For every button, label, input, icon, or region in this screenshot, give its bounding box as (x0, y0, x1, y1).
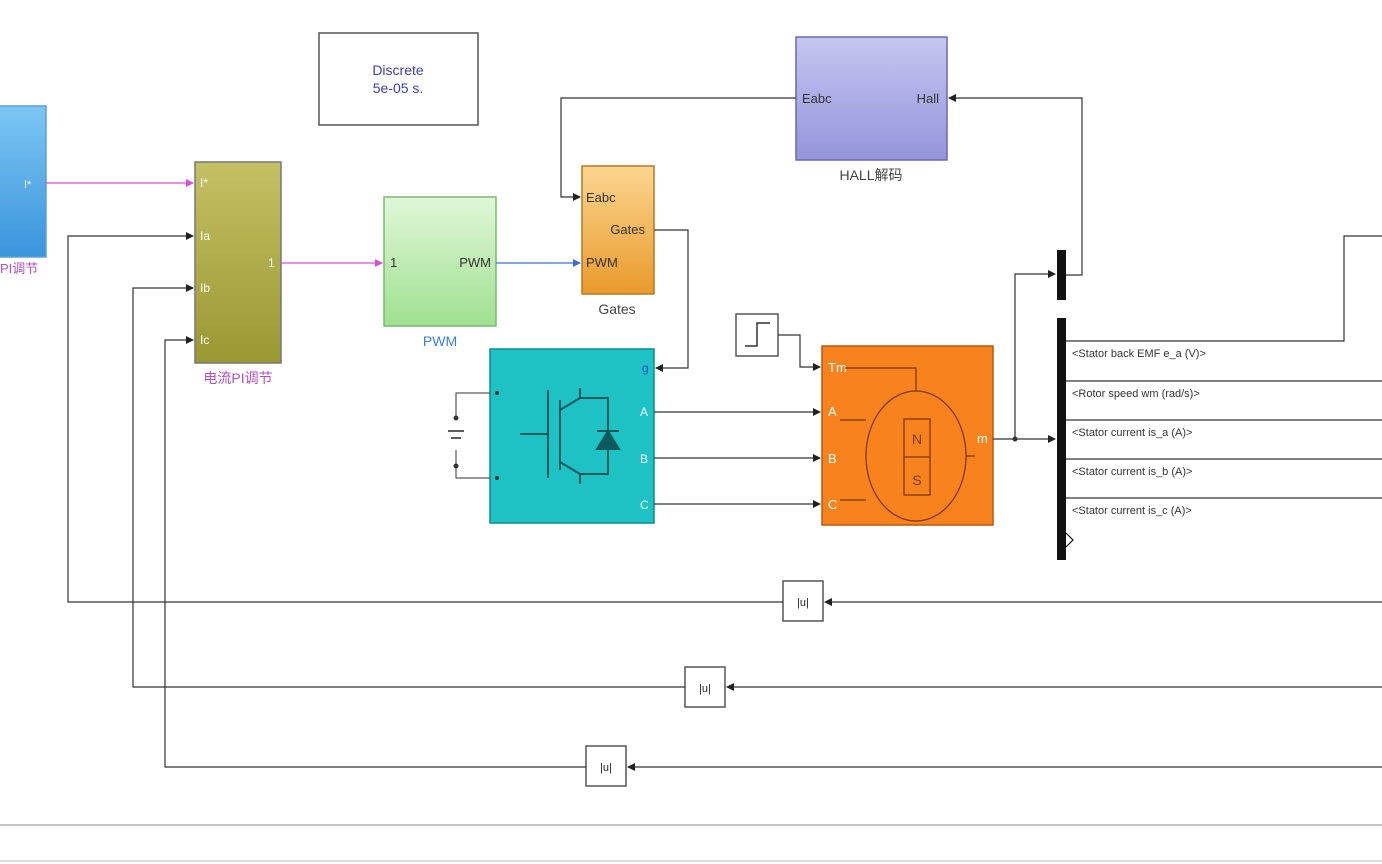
inverter-port-b: B (640, 452, 648, 466)
pmsm-motor-block[interactable]: Tm A B C m N S (821, 345, 994, 526)
abs-b-symbol: |u| (699, 683, 711, 695)
current-pi-caption: 电流PI调节 (203, 370, 272, 386)
branch-point-icon (1012, 436, 1018, 442)
inverter-port-c: C (640, 498, 649, 512)
bus-signal-back-emf[interactable]: <Stator back EMF e_a (V)> (1072, 348, 1206, 360)
line-feedback-ib[interactable] (132, 284, 685, 688)
motor-port-c: C (828, 497, 837, 512)
dc-source[interactable] (448, 392, 490, 479)
hall-caption: HALL解码 (839, 167, 902, 183)
motor-port-b: B (828, 451, 837, 466)
step-block[interactable] (735, 313, 779, 357)
current-pi-port-ic: Ic (200, 333, 209, 347)
inverter-port-minus-icon (495, 476, 499, 480)
line-feedback-ic[interactable] (164, 336, 586, 768)
speed-pi-caption: PI调节 (0, 261, 38, 276)
abs-block-c[interactable]: |u| (585, 745, 627, 787)
motor-port-tm: Tm (828, 360, 847, 375)
solver-block[interactable]: Discrete 5e-05 s. (318, 32, 479, 126)
line-bus-to-hall[interactable] (948, 94, 1083, 276)
hall-in-port: Hall (917, 91, 940, 106)
line-hall-to-gates[interactable] (560, 97, 796, 201)
gates-block[interactable]: Eabc PWM Gates (581, 165, 655, 295)
pwm-in-port: 1 (390, 255, 397, 270)
bus-signal-current-c[interactable]: <Stator current is_c (A)> (1072, 505, 1192, 517)
step-icon (745, 322, 770, 347)
current-pi-port-istar: I* (200, 176, 208, 190)
measurement-bus-selector[interactable] (1057, 318, 1066, 560)
gates-caption: Gates (598, 301, 635, 317)
line-gates-to-inverter[interactable] (654, 229, 689, 372)
bus-signal-list: <Stator back EMF e_a (V)> <Rotor speed w… (1072, 348, 1206, 517)
bus-signal-current-b[interactable]: <Stator current is_b (A)> (1072, 466, 1192, 478)
solver-step: 5e-05 s. (373, 80, 424, 96)
hall-out-port: Eabc (802, 91, 832, 106)
bus-signal-current-a[interactable]: <Stator current is_a (A)> (1072, 427, 1192, 439)
hall-bus-selector[interactable] (1057, 250, 1066, 300)
abs-a-symbol: |u| (797, 597, 809, 609)
current-pi-out-port: 1 (268, 256, 275, 270)
motor-pole-s: S (912, 472, 921, 488)
line-step-to-tm[interactable] (778, 334, 821, 371)
solver-type: Discrete (372, 62, 424, 78)
bus-output-arrow-icon (1065, 532, 1074, 548)
igbt-diode-icon (520, 388, 621, 484)
motor-icon (840, 367, 975, 522)
current-pi-port-ib: Ib (200, 281, 210, 295)
pwm-out-port: PWM (459, 255, 491, 270)
line-bus-out-emf[interactable] (1066, 235, 1382, 342)
line-motor-to-hall-bus[interactable] (1014, 270, 1056, 439)
motor-out-port: m (977, 431, 988, 446)
inverter-port-g: g (642, 361, 649, 375)
speed-pi-out-port: I* (24, 179, 32, 191)
hall-decoder-block[interactable]: Eabc Hall (795, 36, 948, 161)
pwm-block[interactable]: 1 PWM (383, 196, 497, 327)
inverter-port-plus-icon (495, 391, 499, 395)
signal-lines (46, 94, 1382, 771)
abs-c-symbol: |u| (600, 762, 612, 774)
gates-port-pwm: PWM (586, 255, 618, 270)
current-pi-port-ia: Ia (200, 229, 210, 243)
inverter-block[interactable]: g A B C (489, 348, 655, 524)
motor-port-a: A (828, 404, 837, 419)
gates-out-port: Gates (610, 222, 645, 237)
abs-block-a[interactable]: |u| (782, 580, 824, 622)
current-pi-block[interactable]: I* Ia Ib Ic 1 (194, 161, 282, 364)
inverter-port-a: A (640, 405, 648, 419)
abs-block-b[interactable]: |u| (684, 666, 726, 708)
motor-pole-n: N (912, 431, 922, 447)
speed-pi-block[interactable]: I* (0, 105, 47, 258)
gates-port-eabc: Eabc (586, 190, 616, 205)
pwm-caption: PWM (423, 333, 457, 349)
line-feedback-ia[interactable] (67, 232, 783, 603)
bus-signal-rotor-speed[interactable]: <Rotor speed wm (rad/s)> (1072, 388, 1200, 400)
